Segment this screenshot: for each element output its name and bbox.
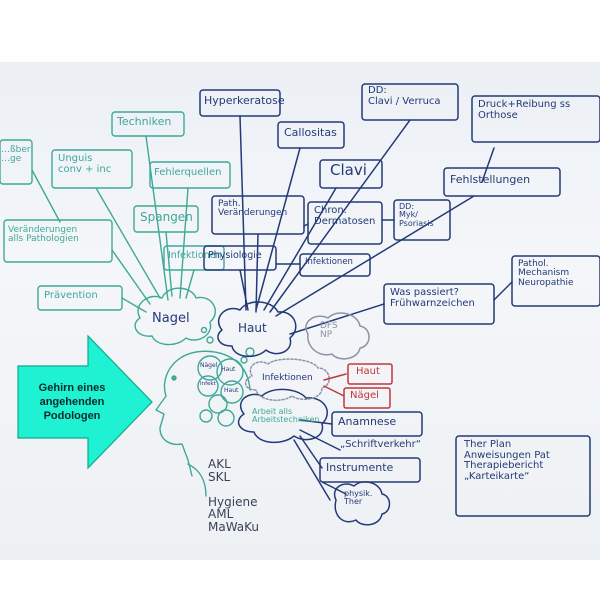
box-chron-dermatosen (307, 201, 383, 245)
left-list: AKL SKL Hygiene AML MaWaKu (208, 457, 260, 534)
whiteboard (0, 62, 600, 560)
red-naegel-label: Nägel (350, 390, 379, 401)
box-unguis (51, 149, 133, 189)
callout-label: Gehirn eines angehenden Podologen (38, 381, 106, 423)
callout-arrow (17, 334, 153, 470)
haut-cloud (217, 301, 297, 358)
schriftverkehr-label: „Schriftverkehr“ (340, 439, 421, 450)
hyperkeratose-label: Hyperkeratose (204, 94, 285, 107)
infektionen-2-label: Infektionen (262, 373, 313, 383)
haut-label: Haut (238, 321, 267, 335)
nagel-label: Nagel (152, 311, 190, 326)
box-path-mechanismen (511, 255, 600, 307)
box-veraenderungen (3, 219, 113, 263)
physiologie-label: Physiologie (208, 250, 262, 261)
head-bubble-2: Haut (221, 366, 236, 373)
box-druck-reibung (471, 95, 600, 143)
box-callositas (277, 121, 345, 149)
anamnese-label: Anamnese (338, 415, 397, 428)
arbeit-cloud (237, 388, 328, 444)
box-left-edge (0, 139, 33, 185)
infektionen-teal-label: Infektionen (168, 250, 222, 261)
dfs-cloud (305, 312, 370, 360)
fehlerquellen-label: Fehlerquellen (154, 167, 222, 178)
box-red-naegel (343, 387, 391, 409)
path-mechanismen-label: Pathol. Mechanism Neuropathie (518, 259, 574, 288)
box-techniken (111, 111, 185, 137)
path-veraenderungen-label: Path. Veränderungen (218, 199, 288, 219)
head-bubble-3: Infekt (200, 381, 216, 387)
druck-reibung-label: Druck+Reibung ss Orthose (478, 99, 571, 121)
head-bubble-4: Haut (224, 387, 239, 394)
arbeit-label: Arbeit alls Arbeitstechniken (252, 407, 320, 425)
box-infektionen-navy (299, 253, 371, 277)
box-ther-plan (455, 435, 591, 517)
red-haut-label: Haut (356, 366, 380, 377)
spangen-label: Spangen (140, 210, 193, 224)
infektionen-navy-label: Infektionen (305, 257, 353, 267)
left-edge-label: …ßber …ge (1, 145, 31, 165)
box-fehlerquellen (149, 161, 231, 189)
techniken-label: Techniken (117, 115, 172, 128)
ther-plan-label: Ther Plan Anweisungen Pat Therapieberich… (464, 439, 550, 482)
praevention-label: Prävention (44, 290, 98, 301)
dd-clavi-label: DD: Clavi / Verruca (368, 85, 441, 107)
box-red-haut (347, 363, 393, 385)
veraenderungen-label: Veränderungen alls Pathologien (8, 225, 79, 245)
head-bubble-1: Nägel (200, 362, 218, 369)
clavi-label: Clavi (330, 161, 367, 179)
dfs-np-label: DFS NP (320, 321, 338, 341)
box-fehlstellungen (443, 167, 561, 197)
instrumente-label: Instrumente (326, 461, 394, 474)
chron-dermatosen-label: Chron. Dermatosen (314, 205, 376, 227)
physik-cloud (333, 481, 391, 526)
was-passiert-label: Was passiert? Frühwarnzeichen (390, 287, 475, 309)
dd-myk-label: DD: Myk/ Psoriasis (399, 202, 434, 228)
nagel-cloud (134, 287, 216, 346)
physik-ther-label: physik. Ther (344, 489, 373, 507)
fehlstellungen-label: Fehlstellungen (450, 173, 531, 186)
box-clavi (319, 159, 383, 189)
callositas-label: Callositas (284, 126, 337, 139)
unguis-label: Unguis conv + inc (58, 153, 112, 175)
infektionen-cloud (244, 358, 330, 402)
